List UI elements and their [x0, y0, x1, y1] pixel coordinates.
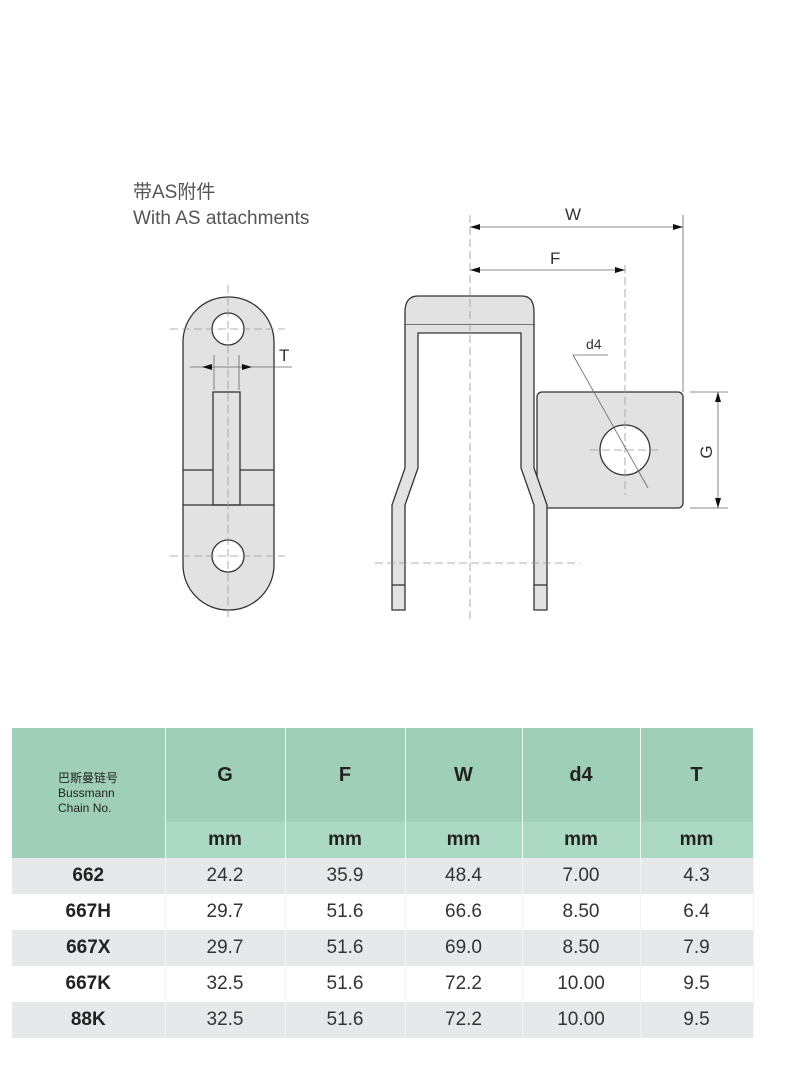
- f-label: F: [550, 249, 560, 268]
- chain-header-en1: Bussmann: [58, 785, 115, 800]
- side-view-link: T: [170, 285, 292, 620]
- col-header-t: T: [640, 728, 754, 822]
- unit: mm: [165, 822, 286, 858]
- front-view-attachment: W F d4 G: [375, 205, 728, 620]
- unit: mm: [522, 822, 641, 858]
- col-header-d4: d4: [522, 728, 641, 822]
- value-cell: 32.5: [165, 966, 286, 1002]
- d4-label: d4: [586, 336, 602, 352]
- chain-number-cell: 662: [12, 858, 166, 894]
- value-cell: 51.6: [285, 1002, 406, 1038]
- value-cell: 9.5: [640, 966, 754, 1002]
- chain-header-zh: 巴斯曼链号: [58, 770, 119, 785]
- value-cell: 10.00: [522, 966, 641, 1002]
- title-en: With AS attachments: [133, 208, 310, 229]
- value-cell: 29.7: [165, 894, 286, 930]
- value-cell: 69.0: [405, 930, 523, 966]
- w-label: W: [565, 205, 581, 224]
- value-cell: 4.3: [640, 858, 754, 894]
- value-cell: 32.5: [165, 1002, 286, 1038]
- value-cell: 7.00: [522, 858, 641, 894]
- dimensions-table: 巴斯曼链号 Bussmann Chain No. G F W d4 T mm m…: [12, 728, 754, 1038]
- t-label: T: [279, 346, 289, 365]
- unit: mm: [285, 822, 406, 858]
- col-header-w: W: [405, 728, 523, 822]
- col-header-g: G: [165, 728, 286, 822]
- title-zh: 带AS附件: [133, 182, 216, 203]
- chain-number-cell: 667X: [12, 930, 166, 966]
- value-cell: 51.6: [285, 966, 406, 1002]
- unit: mm: [640, 822, 754, 858]
- chain-number-cell: 667K: [12, 966, 166, 1002]
- value-cell: 35.9: [285, 858, 406, 894]
- value-cell: 48.4: [405, 858, 523, 894]
- unit: mm: [405, 822, 523, 858]
- chain-no-header: 巴斯曼链号 Bussmann Chain No.: [12, 728, 166, 858]
- value-cell: 29.7: [165, 930, 286, 966]
- value-cell: 51.6: [285, 894, 406, 930]
- value-cell: 10.00: [522, 1002, 641, 1038]
- g-label: G: [697, 445, 716, 458]
- technical-drawing: T W F d4 G: [170, 205, 728, 620]
- drawing-title: 带AS附件 With AS attachments: [133, 180, 309, 232]
- value-cell: 8.50: [522, 894, 641, 930]
- value-cell: 6.4: [640, 894, 754, 930]
- value-cell: 7.9: [640, 930, 754, 966]
- value-cell: 8.50: [522, 930, 641, 966]
- value-cell: 9.5: [640, 1002, 754, 1038]
- chain-number-cell: 88K: [12, 1002, 166, 1038]
- value-cell: 24.2: [165, 858, 286, 894]
- col-header-f: F: [285, 728, 406, 822]
- value-cell: 66.6: [405, 894, 523, 930]
- value-cell: 51.6: [285, 930, 406, 966]
- chain-number-cell: 667H: [12, 894, 166, 930]
- chain-header-en2: Chain No.: [58, 800, 112, 815]
- value-cell: 72.2: [405, 1002, 523, 1038]
- value-cell: 72.2: [405, 966, 523, 1002]
